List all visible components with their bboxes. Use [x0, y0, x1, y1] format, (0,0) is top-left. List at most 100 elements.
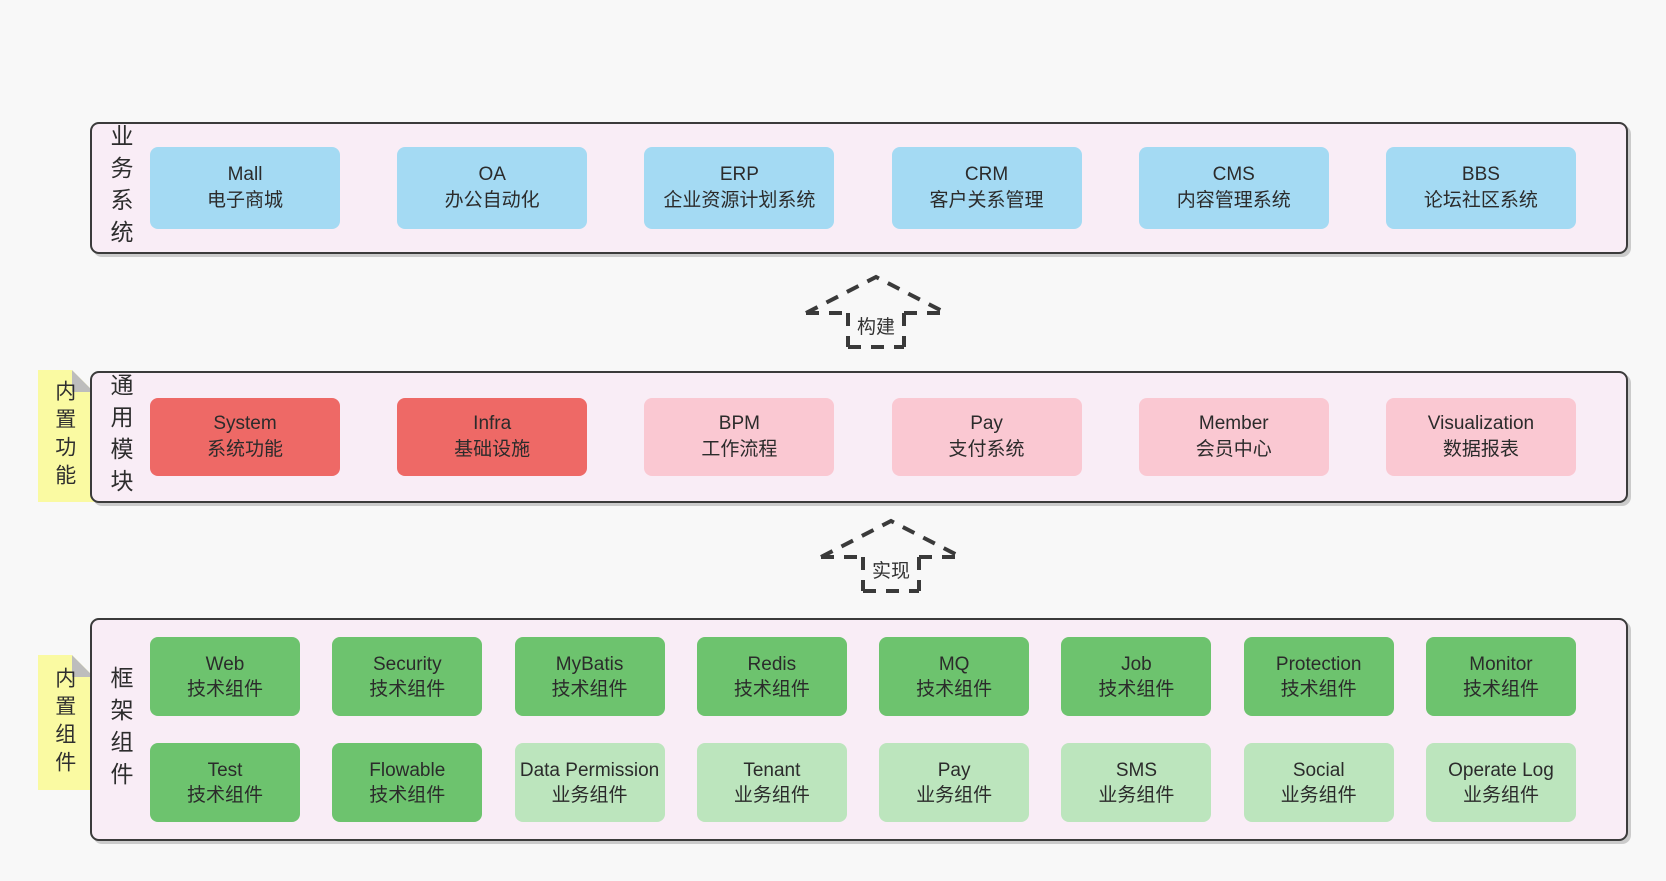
- module-en-name: CRM: [964, 164, 1009, 185]
- module-en-name: OA: [478, 164, 506, 185]
- module-en-name: Web: [205, 653, 245, 675]
- module-zh-name: 技术组件: [186, 784, 263, 806]
- module-en-name: Social: [1292, 759, 1345, 781]
- module-zh-name: 技术组件: [1280, 678, 1357, 700]
- build-arrow: 构建: [801, 271, 951, 351]
- module-en-name: BBS: [1461, 164, 1500, 185]
- module-box-redis: Redis 技术组件: [696, 637, 847, 716]
- module-zh-name: 企业资源计划系统: [663, 190, 816, 211]
- module-box-operate-log: Operate Log 业务组件: [1425, 743, 1576, 822]
- module-en-name: System: [213, 413, 277, 434]
- module-zh-name: 会员中心: [1195, 439, 1272, 460]
- module-box-visualization: Visualization 数据报表: [1385, 398, 1576, 476]
- module-zh-name: 业务组件: [1462, 784, 1539, 806]
- module-zh-name: 业务组件: [551, 784, 628, 806]
- module-en-name: Infra: [473, 413, 512, 434]
- module-box-mall: Mall 电子商城: [150, 147, 340, 229]
- module-en-name: Security: [372, 653, 442, 675]
- dashed-up-arrow-icon: [820, 518, 962, 593]
- module-zh-name: 技术组件: [551, 678, 628, 700]
- module-zh-name: 技术组件: [1098, 678, 1175, 700]
- module-box-mq: MQ 技术组件: [879, 637, 1030, 716]
- module-box-erp: ERP 企业资源计划系统: [644, 147, 835, 229]
- module-en-name: Operate Log: [1448, 759, 1554, 781]
- module-en-name: Pay: [937, 759, 971, 781]
- module-en-name: Visualization: [1427, 413, 1535, 434]
- module-zh-name: 系统功能: [206, 439, 283, 460]
- module-zh-name: 技术组件: [916, 678, 993, 700]
- module-zh-name: 业务组件: [1280, 784, 1357, 806]
- module-zh-name: 技术组件: [733, 678, 810, 700]
- module-zh-name: 技术组件: [1462, 678, 1539, 700]
- module-en-name: Member: [1198, 413, 1269, 434]
- module-box-cms: CMS 内容管理系统: [1138, 147, 1329, 229]
- module-en-name: Monitor: [1469, 653, 1533, 675]
- module-zh-name: 论坛社区系统: [1423, 190, 1538, 211]
- module-box-web: Web 技术组件: [150, 637, 300, 716]
- module-en-name: Test: [207, 759, 243, 781]
- module-zh-name: 业务组件: [916, 784, 993, 806]
- implement-arrow: 实现: [816, 515, 966, 595]
- sticky-note-built-in-components: 内置组件: [38, 655, 94, 790]
- module-zh-name: 内容管理系统: [1176, 190, 1291, 211]
- implement-arrow-label: 实现: [871, 561, 911, 582]
- module-en-name: Mall: [227, 164, 263, 185]
- module-en-name: ERP: [719, 164, 759, 185]
- band-label-framework-components: 框架组件: [107, 665, 133, 794]
- module-en-name: Tenant: [743, 759, 801, 781]
- module-zh-name: 支付系统: [948, 439, 1025, 460]
- module-box-pay: Pay 业务组件: [879, 743, 1030, 822]
- module-box-data-permission: Data Permission 业务组件: [514, 743, 665, 822]
- module-zh-name: 技术组件: [186, 678, 263, 700]
- module-box-pay: Pay 支付系统: [891, 398, 1082, 476]
- module-zh-name: 办公自动化: [444, 190, 540, 211]
- build-arrow-label: 构建: [856, 317, 896, 338]
- module-box-test: Test 技术组件: [150, 743, 300, 822]
- band-label-business-systems: 业务系统: [107, 124, 133, 252]
- module-en-name: Flowable: [369, 759, 446, 781]
- module-en-name: MQ: [938, 653, 970, 675]
- module-zh-name: 基础设施: [454, 439, 531, 460]
- module-box-social: Social 业务组件: [1243, 743, 1394, 822]
- dashed-up-arrow-icon: [805, 274, 947, 349]
- module-en-name: MyBatis: [555, 653, 624, 675]
- module-zh-name: 电子商城: [206, 190, 283, 211]
- module-zh-name: 数据报表: [1442, 439, 1519, 460]
- module-box-member: Member 会员中心: [1138, 398, 1329, 476]
- module-box-oa: OA 办公自动化: [397, 147, 588, 229]
- module-en-name: Pay: [970, 413, 1003, 434]
- module-zh-name: 业务组件: [1098, 784, 1175, 806]
- module-box-security: Security 技术组件: [332, 637, 483, 716]
- module-box-sms: SMS 业务组件: [1061, 743, 1212, 822]
- module-box-bbs: BBS 论坛社区系统: [1385, 147, 1576, 229]
- module-en-name: SMS: [1115, 759, 1157, 781]
- module-box-system: System 系统功能: [150, 398, 340, 476]
- module-en-name: CMS: [1212, 164, 1255, 185]
- module-box-mybatis: MyBatis 技术组件: [514, 637, 665, 716]
- module-box-infra: Infra 基础设施: [397, 398, 588, 476]
- module-en-name: Data Permission: [519, 759, 660, 781]
- module-en-name: Redis: [747, 653, 797, 675]
- sticky-note-built-in-features: 内置功能: [38, 370, 94, 502]
- module-zh-name: 技术组件: [369, 678, 446, 700]
- module-box-monitor: Monitor 技术组件: [1425, 637, 1576, 716]
- sticky-label-built-in-features: 内置功能: [52, 380, 76, 492]
- band-label-common-modules: 通用模块: [107, 373, 133, 501]
- sticky-label-built-in-components: 内置组件: [52, 666, 76, 779]
